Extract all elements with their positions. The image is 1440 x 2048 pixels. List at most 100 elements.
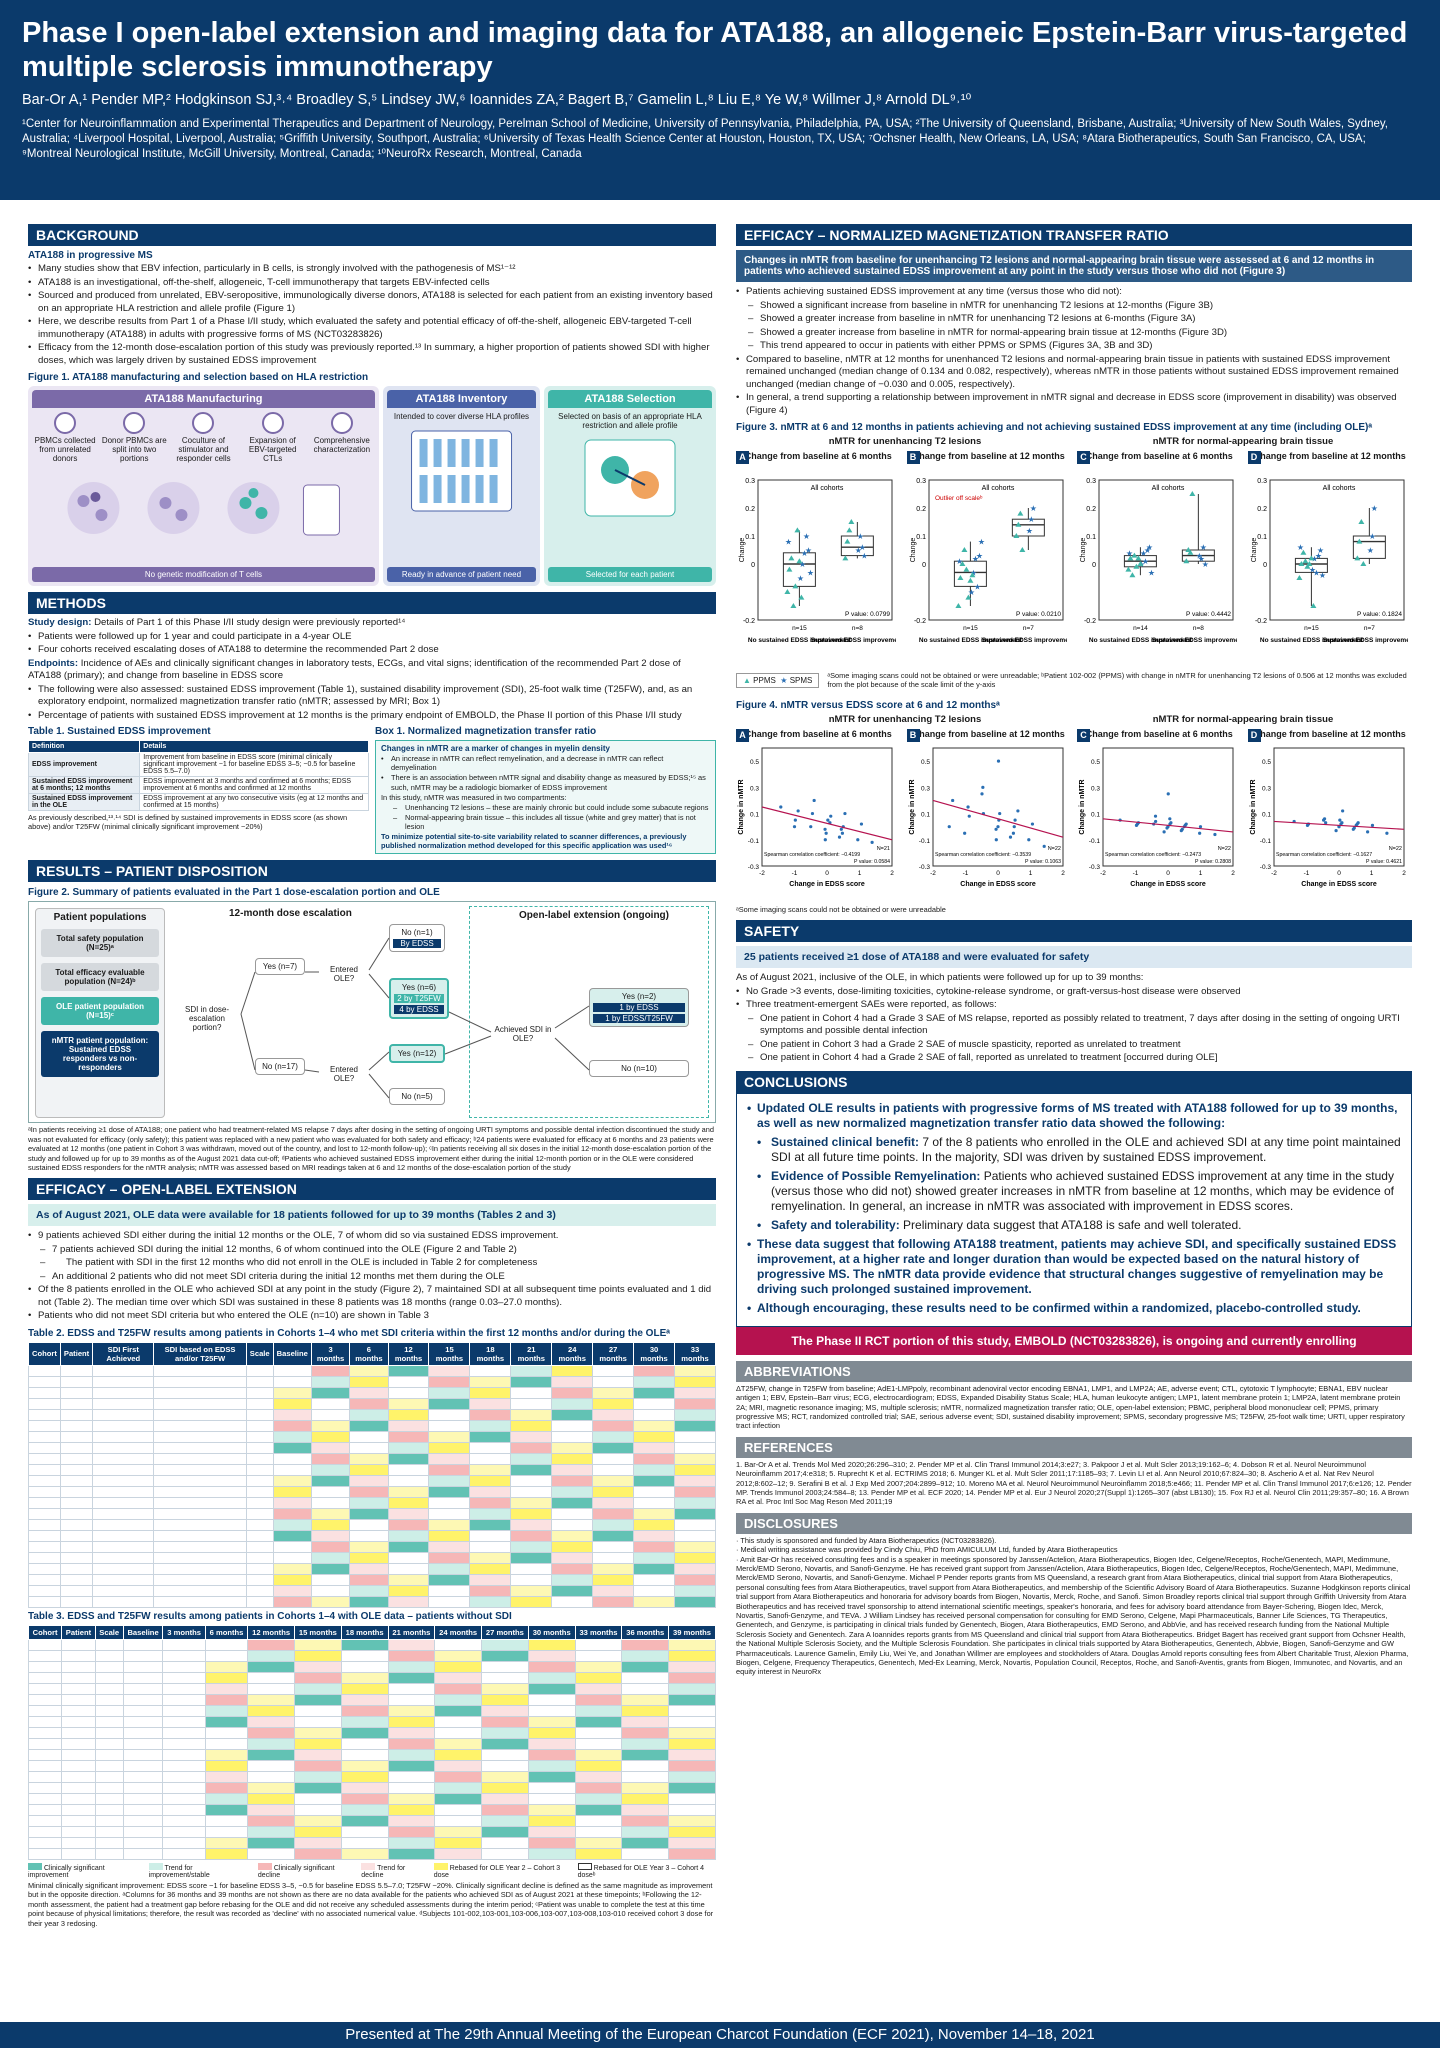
table-cell: [621, 1682, 670, 1695]
table-cell: [61, 1737, 96, 1750]
table-cell: [293, 1825, 342, 1838]
p-value: P value: 0.4442: [1186, 611, 1231, 618]
table-cell: [668, 1759, 716, 1772]
table-cell: [481, 1638, 529, 1651]
table-cell: [28, 1518, 61, 1531]
table-cell: [61, 1803, 96, 1816]
table-row: [28, 1441, 716, 1454]
selection-footer: Selected for each patient: [548, 567, 712, 582]
achieved-sdi-question: Achieved SDI in OLE?: [491, 1022, 555, 1047]
data-point: [1154, 819, 1158, 823]
conclusion-bullet: Although encouraging, these results need…: [747, 1301, 1401, 1316]
table-cell: [162, 1748, 206, 1761]
table-cell: [527, 1726, 576, 1739]
y-tick-label: 0.1: [1091, 811, 1100, 818]
data-point: [1168, 817, 1172, 821]
table-cell: [387, 1397, 430, 1410]
table-cell: [92, 1375, 155, 1388]
table-cell: [349, 1463, 389, 1476]
x-axis-label: Change in EDSS score: [1301, 881, 1377, 888]
table-cell: [592, 1474, 635, 1487]
table-cell: [122, 1836, 164, 1849]
table-cell: [59, 1364, 94, 1377]
table-cell: [428, 1375, 471, 1388]
dose-escalation-title: 12-month dose escalation: [229, 908, 352, 920]
table-cell: [94, 1847, 124, 1860]
table-cell: [434, 1693, 483, 1706]
table-cell: [61, 1715, 96, 1728]
table-cell: [387, 1386, 430, 1399]
table-cell: [247, 1726, 295, 1739]
table-header-cell: Baseline: [122, 1624, 164, 1640]
table-cell: [204, 1671, 249, 1684]
ppms-point: [844, 538, 851, 544]
table-cell: [92, 1430, 155, 1443]
table-cell: [122, 1693, 164, 1706]
table-cell: [510, 1518, 553, 1531]
table-cell: [28, 1551, 61, 1564]
data-point: [1198, 831, 1202, 835]
table-header-cell: 15 months: [428, 1341, 471, 1366]
table-cell: [481, 1704, 529, 1717]
table-cell: [527, 1759, 576, 1772]
spms-point: ★: [857, 532, 864, 541]
table-cell: [92, 1364, 155, 1377]
table-cell: [387, 1803, 436, 1816]
spms-point: ★: [973, 582, 980, 591]
list-item: An additional 2 patients who did not mee…: [28, 1271, 716, 1284]
table-cell: [272, 1408, 312, 1421]
table-cell: [592, 1364, 635, 1377]
table-cell: [272, 1562, 312, 1575]
table-cell: [674, 1364, 716, 1377]
table-cell: [27, 1770, 63, 1783]
spms-point: ★: [799, 560, 806, 569]
table-cell: [349, 1540, 389, 1553]
table-cell: [668, 1803, 716, 1816]
table-cell: [61, 1638, 96, 1651]
all-cohorts-label: All cohorts: [1152, 485, 1185, 492]
table-cell: [122, 1715, 164, 1728]
table-cell: [592, 1540, 635, 1553]
outlier-label: Outlier off scaleᵇ: [935, 495, 983, 502]
table-cell: [574, 1803, 623, 1816]
table-cell: [162, 1770, 206, 1783]
table-cell: [349, 1375, 389, 1388]
table-cell: [428, 1463, 471, 1476]
y-tick-label: -0.1: [1259, 838, 1271, 845]
list-item: No Grade >3 events, dose-limiting toxici…: [736, 986, 1412, 999]
data-point: [1184, 822, 1188, 826]
box1: Changes in nMTR are a marker of changes …: [375, 740, 716, 855]
table-cell: [162, 1682, 206, 1695]
table-cell: [28, 1562, 61, 1575]
table-cell: [481, 1770, 529, 1783]
table-cell: [633, 1573, 676, 1586]
table-header-cell: 24 months: [551, 1341, 594, 1366]
table-cell: [245, 1397, 274, 1410]
table-cell: [162, 1693, 206, 1706]
author-list: Bar-Or A,¹ Pender MP,² Hodgkinson SJ,³˒⁴…: [22, 92, 972, 108]
figure3-note: ᵃSome imaging scans could not be obtaine…: [827, 671, 1407, 690]
table-cell: [310, 1595, 351, 1608]
table-cell: [387, 1825, 436, 1838]
ms-type-legend: ▲ PPMS ★ SPMS: [736, 672, 820, 688]
y-axis-label: Change in nMTR: [909, 779, 916, 834]
table-cell: [574, 1770, 623, 1783]
table-cell: [340, 1704, 389, 1717]
table-cell: [247, 1715, 295, 1728]
safety-intro: As of August 2021, inclusive of the OLE,…: [736, 972, 1144, 984]
y-tick-label: 0.1: [745, 534, 755, 541]
table-cell: [428, 1408, 471, 1421]
no-5: No (n=5): [389, 1088, 445, 1106]
table-cell: [310, 1584, 351, 1597]
table-header-cell: 6 months: [204, 1624, 249, 1640]
table-cell: [122, 1803, 164, 1816]
spms-point: ★: [1148, 568, 1155, 577]
y-tick-label: 0.2: [745, 506, 755, 513]
table-cell: [387, 1507, 430, 1520]
table-cell: [674, 1562, 716, 1575]
table-cell: [94, 1715, 124, 1728]
table-header-cell: 12 months: [387, 1341, 430, 1366]
n-label: N=22: [1218, 846, 1231, 852]
y-tick-label: 0.3: [750, 785, 759, 792]
